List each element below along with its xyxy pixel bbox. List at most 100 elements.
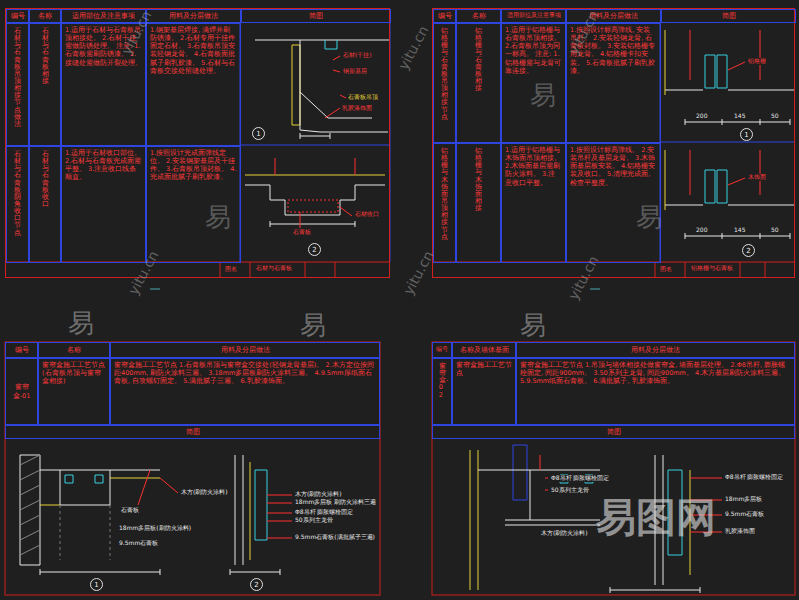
callout: 9.5mm石膏板 — [118, 540, 159, 547]
watermark: 易图网 — [596, 490, 716, 545]
table-cell: 简图 — [241, 9, 391, 23]
callout-number: 1 — [744, 131, 748, 139]
callout: 18mm多层板 刷防火涂料三遍 — [294, 499, 377, 506]
table-cell: 编号 — [6, 9, 29, 23]
callout: Φ8吊杆 膨胀螺栓固定 — [294, 509, 354, 516]
cell-text: 石材与石膏板收口 — [42, 151, 49, 260]
callout-number: 1 — [256, 130, 260, 138]
callout: 石膏板 — [292, 229, 312, 236]
table-cell: 窗帘盒施工工艺节点 — [452, 358, 516, 425]
callout-number: 2 — [254, 581, 258, 589]
table-cell: 1.适用于铝格栅与木饰面吊顶相接。 2.木饰面基层需刷防火涂料。 3.注意收口平… — [501, 143, 566, 263]
watermark: yitu.cn — [400, 248, 436, 298]
dimension: 200 — [695, 227, 708, 234]
callout-number: 2 — [746, 247, 750, 255]
watermark: yitu.cn — [395, 23, 431, 73]
watermark: 易 — [68, 306, 94, 341]
cell-text: 铝格栅与木饰面吊顶相接节点 — [441, 148, 448, 260]
watermark: 易 — [636, 200, 662, 235]
table-cell: 简图 — [432, 425, 795, 439]
callout-circle: 1 — [90, 578, 103, 591]
table-cell: 窗帘盒施工工艺节点 1.吊顶与墙体相接处做窗帘盒, 墙面基层处理。 2.Φ8吊杆… — [516, 358, 795, 425]
table-cell: 石材与石膏板阴角收口节点 — [6, 146, 29, 263]
cell-text: 名称 — [38, 12, 52, 20]
panel-frame — [5, 342, 380, 595]
cell-text: 1.适用于石材收口部位。 2.石材与石膏板完成面需平整。 3.注意收口线条顺直。 — [65, 149, 141, 181]
callout: 木方(刷防火涂料) — [540, 530, 589, 537]
sheet-panel: 编号名称适用部位及注意事项用料及分层做法简图石材与石膏板吊顶相接节点做法石材与石… — [5, 8, 390, 278]
cell-text: 1.按照设计完成面弹线定位。 2.安装钢架基层及干挂件。 3.石膏板吊顶封板。 … — [150, 149, 237, 181]
cell-text: 窗帘盒-01 — [9, 383, 34, 399]
callout: 石膏板 — [120, 507, 140, 514]
curtain-box-section — [470, 445, 722, 593]
watermark: 易 — [300, 308, 326, 343]
table-cell: 窗帘盒施工工艺节点 1.石膏板吊顶与窗帘盒交接处(轻钢龙骨基层)。 2.木方定位… — [110, 358, 380, 425]
drawing-title: 石材与石膏板 — [256, 264, 292, 273]
callout-circle: 2 — [250, 578, 263, 591]
table-cell: 石材与石膏板收口 — [29, 146, 61, 263]
curtain-box-section — [20, 455, 292, 575]
section-figure — [665, 150, 795, 239]
cell-text: 适用部位及注意事项 — [507, 12, 561, 19]
callout: Φ8吊杆 膨胀螺栓固定 — [550, 475, 610, 482]
table-cell: 简图 — [5, 425, 380, 439]
cell-text: 编号 — [436, 346, 448, 353]
table-cell: 铝格栅与石膏板相接 — [456, 23, 501, 143]
table-cell: 名称 — [29, 9, 61, 23]
watermark: yitu.cn — [125, 248, 161, 298]
table-cell: 窗帘盒-01 — [5, 358, 38, 425]
table-cell: 用料及分层做法 — [516, 342, 795, 358]
table-cell: 窗帘盒-02 — [432, 358, 452, 425]
cell-text: 编号 — [11, 12, 25, 20]
cell-text: 名称 — [472, 12, 486, 20]
table-cell: 名称及墙体基面 — [452, 342, 516, 358]
table-cell: 铝格栅与木饰面吊顶相接节点 — [433, 143, 456, 263]
callout: 9.5mm石膏板(满批腻子三遍) — [294, 534, 376, 541]
table-cell: 石材与石膏板相接 — [29, 23, 61, 146]
callout: 18mm多层板(刷防火涂料) — [118, 525, 192, 532]
cell-text: 窗帘盒-02 — [439, 363, 446, 422]
table-cell: 铝格栅与木饰面相接 — [456, 143, 501, 263]
title-strip — [432, 262, 795, 278]
table-cell: 名称 — [456, 9, 501, 23]
section-figure — [245, 158, 385, 228]
table-cell: 适用部位及注意事项 — [501, 9, 566, 23]
callout: 50系列主龙骨 — [294, 517, 334, 524]
dimension: 50 — [770, 227, 780, 234]
cell-text: 铝格栅与木饰面相接 — [475, 148, 482, 260]
cell-text: 简图 — [722, 12, 736, 20]
cell-text: 用料及分层做法 — [631, 346, 680, 354]
watermark: 易 — [520, 308, 546, 343]
table-cell: 简图 — [661, 9, 796, 23]
table-cell: 窗帘盒施工工艺节点 (石膏板吊顶与窗帘盒相接) — [38, 358, 110, 425]
grid-line — [240, 22, 660, 262]
callout: 木方(刷防火涂料) — [294, 491, 343, 498]
table-cell: 编号 — [5, 342, 38, 358]
cell-text: 窗帘盒施工工艺节点 — [456, 361, 512, 377]
callout-circle: 1 — [740, 128, 753, 141]
section-figure — [665, 30, 795, 125]
dimension: 145 — [733, 227, 746, 234]
cell-text: 简图 — [607, 428, 621, 436]
callout: 石材(干挂) — [342, 52, 373, 59]
cell-text: 1.按照设计标高弹线。 2.安装吊杆及基层龙骨。 3.木饰面基层板安装。 4.铝… — [570, 146, 655, 187]
table-cell: 1.适用于石材收口部位。 2.石材与石膏板完成面需平整。 3.注意收口线条顺直。 — [61, 146, 146, 263]
drawing-title: 铝格栅与石膏板 — [691, 264, 733, 273]
cell-text: 石材与石膏板相接 — [42, 28, 49, 143]
cell-text: 编号 — [438, 12, 452, 20]
callout: 乳胶漆饰面 — [341, 105, 373, 112]
table-cell: 1.钢架基层焊接, 满焊并刷防锈漆。 2.石材专用干挂件固定石材。 3.石膏板吊… — [146, 23, 241, 146]
cell-text: 简图 — [309, 12, 323, 20]
watermark: 易 — [530, 78, 556, 113]
callout: 乳胶漆饰面 — [724, 528, 756, 535]
title-label: 图名 — [659, 266, 673, 273]
cell-text: 窗帘盒施工工艺节点 1.吊顶与墙体相接处做窗帘盒, 墙面基层处理。 2.Φ8吊杆… — [520, 361, 785, 385]
callout: 石膏板吊顶 — [347, 94, 379, 101]
cell-text: 适用部位及注意事项 — [72, 12, 135, 20]
dimension: 145 — [733, 113, 746, 120]
callout: 50系列主龙骨 — [550, 487, 590, 494]
cell-text: 石材与石膏板阴角收口节点 — [14, 151, 21, 260]
table-cell: 编号 — [433, 9, 456, 23]
sheet-panel: 编号名称适用部位及注意事项用料及分层做法简图铝格栅与石膏板吊顶相接节点铝格栅与石… — [432, 8, 795, 278]
sheet-mark — [150, 289, 600, 290]
